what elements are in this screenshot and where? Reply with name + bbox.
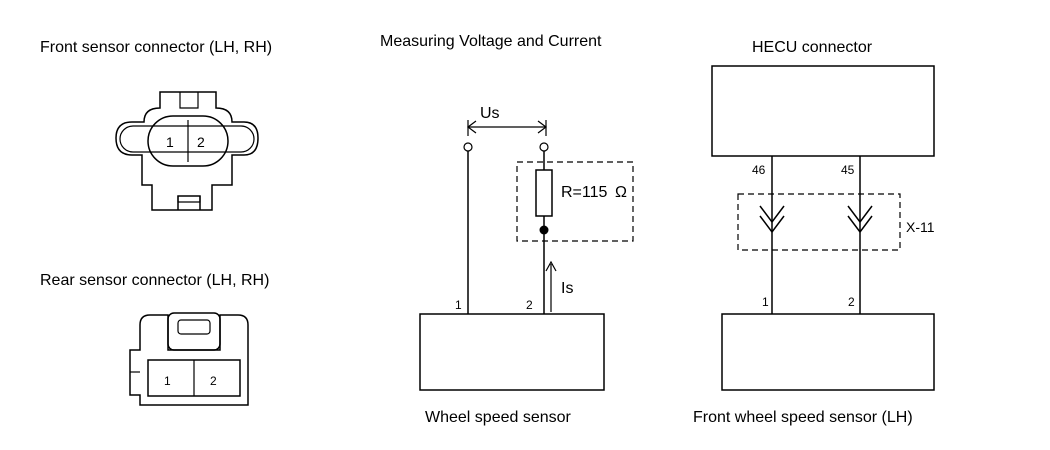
front-connector-drawing xyxy=(115,91,259,211)
measuring-circuit xyxy=(419,120,634,391)
connector-id-label: X-11 xyxy=(906,219,935,235)
wheel-speed-sensor-label: Wheel speed sensor xyxy=(425,409,572,426)
rear-connector-title: Rear sensor connector (LH, RH) xyxy=(40,272,269,289)
current-label: Is xyxy=(561,280,573,297)
front-connector-title: Front sensor connector (LH, RH) xyxy=(40,39,272,56)
rear-connector-drawing xyxy=(129,312,249,406)
hecu-pin-45: 45 xyxy=(841,163,855,177)
hecu-pin-46: 46 xyxy=(752,163,766,177)
rear-connector-pin-2: 2 xyxy=(210,374,217,388)
hecu-circuit xyxy=(711,65,935,391)
front-connector-pin-2: 2 xyxy=(197,134,205,150)
measuring-pin-2: 2 xyxy=(526,298,533,312)
front-wheel-speed-sensor-label: Front wheel speed sensor (LH) xyxy=(693,409,913,426)
voltage-label: Us xyxy=(480,105,500,122)
front-sensor-pin-1: 1 xyxy=(762,295,769,309)
measuring-pin-1: 1 xyxy=(455,298,462,312)
hecu-title: HECU connector xyxy=(752,39,873,56)
front-sensor-pin-2: 2 xyxy=(848,295,855,309)
ohm-symbol: Ω xyxy=(615,184,627,201)
front-connector-pin-1: 1 xyxy=(166,134,174,150)
resistor-label: R=115 xyxy=(561,184,608,201)
measuring-title: Measuring Voltage and Current xyxy=(380,33,602,50)
rear-connector-pin-1: 1 xyxy=(164,374,171,388)
